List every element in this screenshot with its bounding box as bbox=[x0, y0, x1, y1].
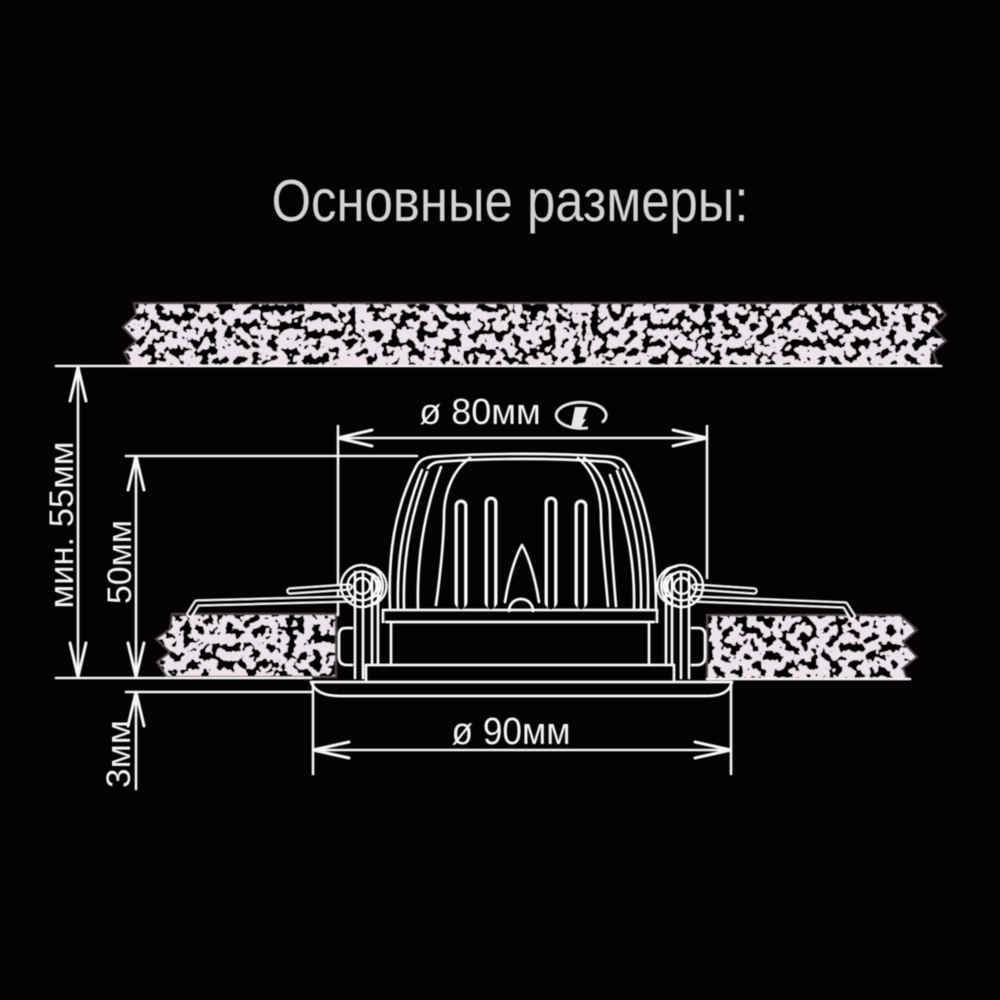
svg-text:ø 90мм: ø 90мм bbox=[452, 711, 571, 753]
svg-text:ø 80мм: ø 80мм bbox=[419, 391, 541, 432]
svg-text:Основные размеры:: Основные размеры: bbox=[272, 168, 749, 234]
svg-text:50мм: 50мм bbox=[101, 520, 139, 604]
svg-text:3мм: 3мм bbox=[100, 720, 138, 788]
svg-text:мин. 55мм: мин. 55мм bbox=[43, 442, 81, 609]
